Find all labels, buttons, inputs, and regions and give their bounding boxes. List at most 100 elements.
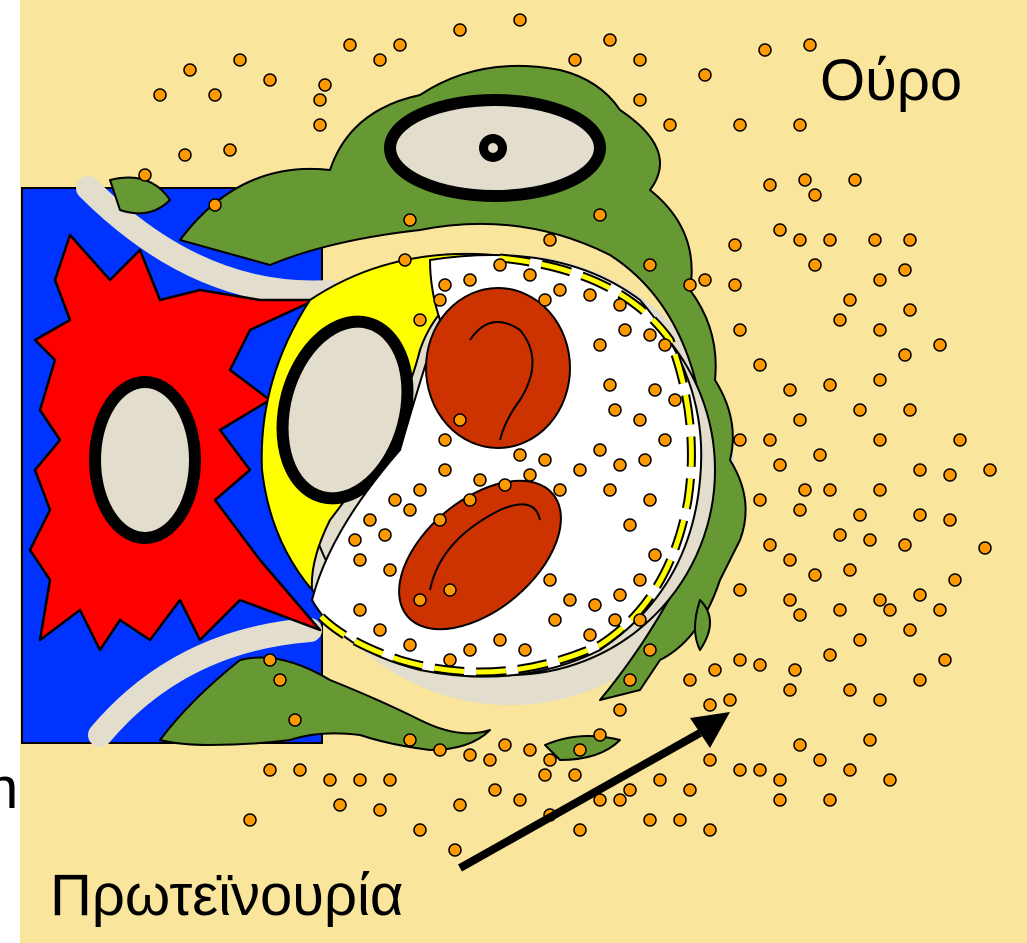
protein-dot-icon bbox=[784, 384, 796, 396]
protein-dot-icon bbox=[619, 324, 631, 336]
protein-dot-icon bbox=[439, 464, 451, 476]
protein-dot-icon bbox=[434, 294, 446, 306]
protein-dot-icon bbox=[584, 289, 596, 301]
protein-dot-icon bbox=[209, 89, 221, 101]
protein-dot-icon bbox=[474, 474, 486, 486]
protein-dot-icon bbox=[454, 414, 466, 426]
protein-dot-icon bbox=[274, 674, 286, 686]
protein-dot-icon bbox=[569, 769, 581, 781]
protein-dot-icon bbox=[224, 144, 236, 156]
protein-dot-icon bbox=[644, 814, 656, 826]
protein-dot-icon bbox=[449, 844, 461, 856]
protein-dot-icon bbox=[834, 529, 846, 541]
protein-dot-icon bbox=[914, 589, 926, 601]
protein-dot-icon bbox=[539, 769, 551, 781]
protein-dot-icon bbox=[854, 404, 866, 416]
protein-dot-icon bbox=[754, 494, 766, 506]
protein-dot-icon bbox=[794, 234, 806, 246]
protein-dot-icon bbox=[904, 304, 916, 316]
protein-dot-icon bbox=[154, 89, 166, 101]
protein-dot-icon bbox=[784, 554, 796, 566]
protein-dot-icon bbox=[854, 634, 866, 646]
protein-dot-icon bbox=[884, 774, 896, 786]
protein-dot-icon bbox=[754, 359, 766, 371]
protein-dot-icon bbox=[404, 214, 416, 226]
protein-dot-icon bbox=[604, 34, 616, 46]
protein-dot-icon bbox=[794, 504, 806, 516]
protein-dot-icon bbox=[934, 604, 946, 616]
protein-dot-icon bbox=[539, 294, 551, 306]
protein-dot-icon bbox=[794, 739, 806, 751]
protein-dot-icon bbox=[544, 234, 556, 246]
protein-dot-icon bbox=[764, 179, 776, 191]
protein-dot-icon bbox=[904, 404, 916, 416]
protein-dot-icon bbox=[914, 509, 926, 521]
protein-dot-icon bbox=[539, 454, 551, 466]
protein-dot-icon bbox=[684, 674, 696, 686]
protein-dot-icon bbox=[794, 414, 806, 426]
protein-dot-icon bbox=[624, 674, 636, 686]
protein-dot-icon bbox=[594, 209, 606, 221]
protein-dot-icon bbox=[699, 69, 711, 81]
protein-dot-icon bbox=[544, 754, 556, 766]
protein-dot-icon bbox=[659, 339, 671, 351]
protein-dot-icon bbox=[514, 794, 526, 806]
protein-dot-icon bbox=[674, 814, 686, 826]
protein-dot-icon bbox=[624, 784, 636, 796]
protein-dot-icon bbox=[979, 542, 991, 554]
protein-dot-icon bbox=[464, 494, 476, 506]
protein-dot-icon bbox=[434, 744, 446, 756]
protein-dot-icon bbox=[354, 774, 366, 786]
protein-dot-icon bbox=[414, 484, 426, 496]
protein-dot-icon bbox=[404, 639, 416, 651]
protein-dot-icon bbox=[464, 644, 476, 656]
protein-dot-icon bbox=[289, 714, 301, 726]
protein-dot-icon bbox=[834, 314, 846, 326]
protein-dot-icon bbox=[319, 79, 331, 91]
protein-dot-icon bbox=[379, 529, 391, 541]
protein-dot-icon bbox=[454, 24, 466, 36]
protein-dot-icon bbox=[414, 594, 426, 606]
protein-dot-icon bbox=[434, 514, 446, 526]
protein-dot-icon bbox=[899, 349, 911, 361]
protein-dot-icon bbox=[604, 379, 616, 391]
protein-dot-icon bbox=[734, 764, 746, 776]
protein-dot-icon bbox=[794, 119, 806, 131]
protein-dot-icon bbox=[414, 314, 426, 326]
protein-dot-icon bbox=[464, 274, 476, 286]
protein-dot-icon bbox=[874, 434, 886, 446]
protein-dot-icon bbox=[734, 324, 746, 336]
protein-dot-icon bbox=[734, 119, 746, 131]
protein-dot-icon bbox=[439, 434, 451, 446]
protein-dot-icon bbox=[904, 234, 916, 246]
protein-dot-icon bbox=[659, 434, 671, 446]
protein-dot-icon bbox=[384, 564, 396, 576]
protein-dot-icon bbox=[824, 649, 836, 661]
protein-dot-icon bbox=[764, 434, 776, 446]
protein-dot-icon bbox=[874, 374, 886, 386]
protein-dot-icon bbox=[634, 614, 646, 626]
protein-dot-icon bbox=[774, 774, 786, 786]
protein-dot-icon bbox=[874, 694, 886, 706]
protein-dot-icon bbox=[814, 754, 826, 766]
protein-dot-icon bbox=[824, 794, 836, 806]
protein-dot-icon bbox=[394, 39, 406, 51]
protein-dot-icon bbox=[644, 329, 656, 341]
protein-dot-icon bbox=[489, 784, 501, 796]
protein-dot-icon bbox=[734, 434, 746, 446]
protein-dot-icon bbox=[649, 549, 661, 561]
podocyte-nucleus bbox=[390, 100, 600, 196]
protein-dot-icon bbox=[614, 794, 626, 806]
protein-dot-icon bbox=[874, 484, 886, 496]
protein-dot-icon bbox=[574, 464, 586, 476]
protein-dot-icon bbox=[944, 514, 956, 526]
protein-dot-icon bbox=[404, 504, 416, 516]
protein-dot-icon bbox=[594, 339, 606, 351]
protein-dot-icon bbox=[809, 569, 821, 581]
protein-dot-icon bbox=[934, 339, 946, 351]
protein-dot-icon bbox=[914, 674, 926, 686]
protein-dot-icon bbox=[759, 44, 771, 56]
protein-dot-icon bbox=[824, 484, 836, 496]
protein-dot-icon bbox=[854, 509, 866, 521]
